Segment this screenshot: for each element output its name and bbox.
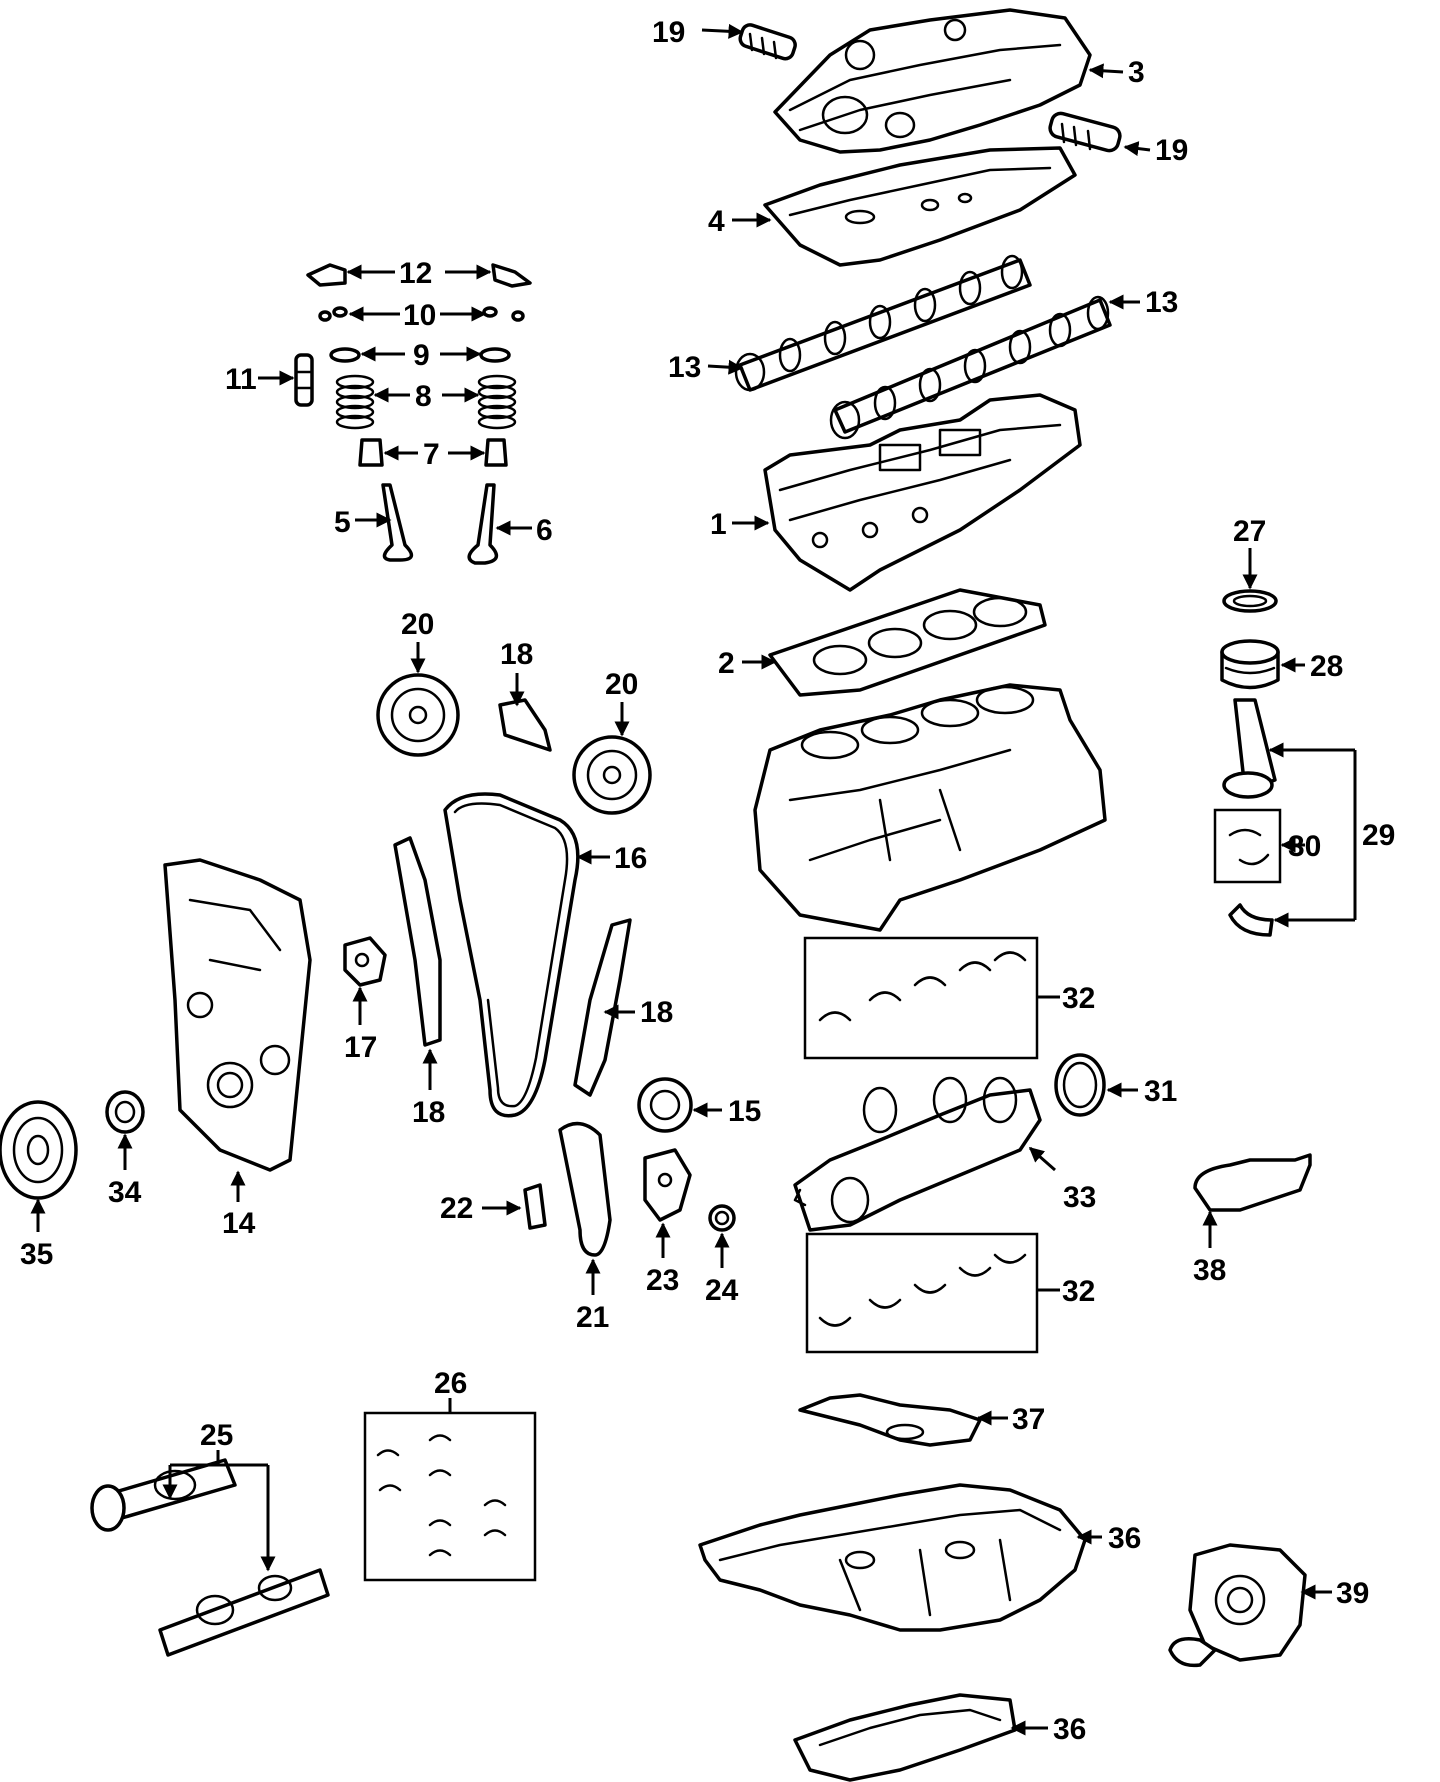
callout-13b: 13 [668,351,701,384]
part-20-camshaft-actuator-right [572,735,652,815]
callout-37: 37 [1012,1403,1045,1436]
callout-32b: 32 [1062,1275,1095,1308]
part-27-piston-rings [1222,589,1278,613]
callout-2: 2 [718,647,735,680]
part-29-connecting-rod [1222,698,1277,937]
part-4-valve-cover-gasket [763,146,1077,267]
part-7-valve-seals [358,438,508,467]
part-3-valve-cover [773,8,1092,154]
part-32-main-bearings-upper [803,936,1039,1060]
part-37-windage-tray [798,1393,982,1447]
part-6-exhaust-valve [467,483,499,565]
part-26-balance-shaft-bearings [363,1411,537,1582]
callout-25: 25 [200,1419,233,1452]
part-20-camshaft-actuator-left [376,673,460,757]
part-25-balance-shafts [90,1458,330,1657]
callout-26: 26 [434,1367,467,1400]
callout-19a: 19 [652,16,685,49]
callout-1: 1 [710,508,727,541]
part-33-crankshaft [793,1076,1042,1232]
part-19-solenoid-right [1048,111,1122,153]
callout-38: 38 [1193,1254,1226,1287]
callout-30: 30 [1288,830,1321,863]
part-18-chain-guide-left [393,836,442,1047]
callout-36a: 36 [1108,1522,1141,1555]
callout-12: 12 [399,257,432,290]
part-32-main-bearings-lower [805,1232,1039,1354]
part-13-camshafts [734,254,1112,440]
callout-18a: 18 [500,638,533,671]
callout-23: 23 [646,1264,679,1297]
part-39-oil-pump [1168,1543,1307,1668]
callout-8: 8 [415,380,432,413]
part-12-rocker-arms [306,263,532,288]
part-10-valve-keepers [318,306,525,322]
callout-13a: 13 [1145,286,1178,319]
callout-7: 7 [423,438,440,471]
part-11-lash-adjuster [294,353,314,407]
part-28-piston [1220,639,1280,690]
part-34-front-seal [105,1090,145,1134]
callout-29: 29 [1362,819,1395,852]
callout-labels: 1 2 3 4 5 6 7 8 9 10 11 12 13 13 14 15 1… [20,16,1395,1746]
callout-32a: 32 [1062,982,1095,1015]
callout-10: 10 [403,299,436,332]
part-24-seal [708,1204,736,1232]
part-15-crankshaft-sprocket [637,1077,693,1133]
part-19-solenoid-top [738,23,797,61]
callout-24: 24 [705,1274,739,1307]
callout-21: 21 [576,1301,609,1334]
callout-20a: 20 [401,608,434,641]
part-38-oil-pickup-tube [1193,1153,1312,1212]
callout-14: 14 [222,1207,256,1240]
callout-6: 6 [536,514,553,547]
callout-3: 3 [1128,56,1145,89]
part-17-chain-tensioner [343,936,387,987]
callout-18c: 18 [640,996,673,1029]
part-16-timing-chain [443,792,580,1118]
callout-33: 33 [1063,1181,1096,1214]
callout-17: 17 [344,1031,377,1064]
callout-34: 34 [108,1176,142,1209]
callout-39: 39 [1336,1577,1369,1610]
part-18-chain-guide-top [498,698,552,752]
callout-35: 35 [20,1238,53,1271]
part-1-cylinder-head [763,393,1082,592]
callout-11: 11 [225,363,257,396]
callout-28: 28 [1310,650,1343,683]
callout-16: 16 [614,842,647,875]
part-35-harmonic-balancer [0,1100,78,1200]
callout-36b: 36 [1053,1713,1086,1746]
part-5-intake-valve [381,483,414,562]
callout-9: 9 [413,339,430,372]
callout-22: 22 [440,1192,473,1225]
part-36-oil-pan-upper [698,1483,1087,1632]
part-30-rod-bearings [1213,808,1282,884]
callout-27: 27 [1233,515,1266,548]
part-21-balance-chain [558,1121,612,1257]
callout-20b: 20 [605,668,638,701]
part-18-chain-guide-right [573,918,632,1097]
part-23-chain-tensioner [643,1148,692,1222]
callout-4: 4 [708,205,725,238]
part-14-timing-cover [163,858,312,1172]
callout-18b: 18 [412,1096,445,1129]
engine-block [753,683,1107,932]
callout-19b: 19 [1155,134,1188,167]
part-22-chain-guide [523,1183,547,1230]
leader-lines [30,23,1357,1736]
part-31-rear-main-seal [1054,1053,1106,1117]
part-36-oil-pan-lower [793,1693,1017,1782]
callout-31: 31 [1144,1075,1177,1108]
callout-5: 5 [334,506,351,539]
callout-15: 15 [728,1095,761,1128]
part-2-head-gasket [768,588,1047,697]
part-9-valve-retainers [329,347,511,363]
